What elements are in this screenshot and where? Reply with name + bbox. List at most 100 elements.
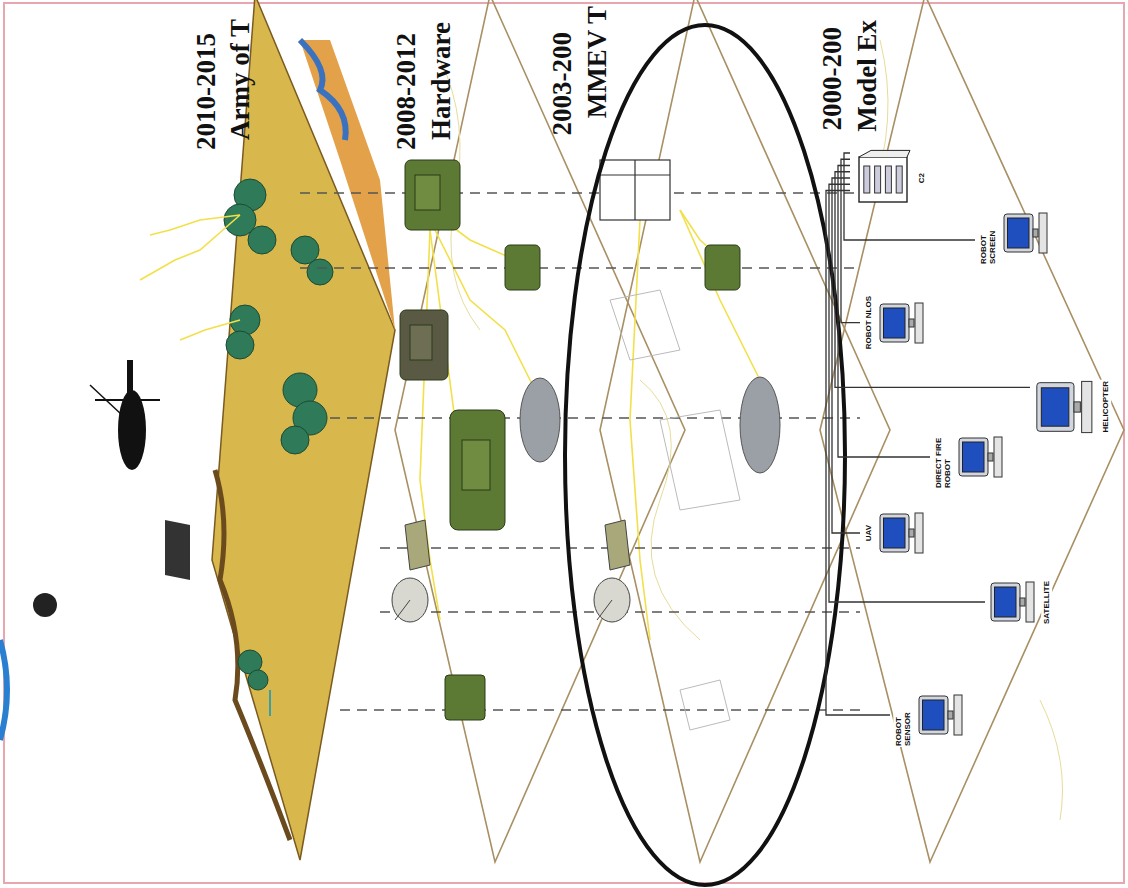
building-window [875,166,881,193]
mast [269,690,271,716]
hill-edge [215,470,290,840]
monitor-frame [1004,214,1033,252]
helicopter [740,377,780,473]
building [600,160,670,220]
monitor-screen [995,587,1017,617]
signal-ray [150,215,240,235]
device-label: SATELLITE [1041,580,1052,625]
dishes [392,520,630,622]
plane-outline [820,0,1124,862]
dish [605,520,630,570]
building-body [859,157,907,202]
monitor-stand [909,319,914,327]
tree [291,236,333,285]
cable-line [844,153,975,240]
tank [705,245,740,290]
keyboard [1039,213,1047,253]
computer-icon [991,582,1034,622]
tank [445,675,485,720]
helicopter [520,378,560,462]
layer-heading: 2010-2015 [192,33,222,150]
river [300,40,346,140]
cable-line [826,191,890,716]
monitor-stand [948,711,953,719]
monitor-screen [884,308,906,338]
monitor-frame [1037,383,1074,432]
monitor-stand [1074,402,1080,412]
device-node: UAV [860,505,930,561]
monitor-screen [963,442,985,472]
monitor-symbol [877,298,927,348]
building-roof [859,150,910,157]
building-window [864,166,870,193]
small-dish [33,593,57,617]
monitor-frame [991,583,1020,621]
monitor-stand [1033,229,1038,237]
cable-line [838,166,930,458]
keyboard [915,303,923,343]
computer-icon [880,513,923,553]
plane-outlines [395,0,1124,862]
monitor-stand [1020,598,1025,606]
tree [238,650,268,690]
monitor-symbol [877,508,927,558]
building-icon [859,150,910,202]
monitor-screen [923,700,945,730]
signal-ray [630,220,650,640]
tank [400,310,448,380]
monitor-frame [919,696,948,734]
dashed-line [340,709,860,711]
device-node: HELICOPTER [1030,372,1114,442]
building-symbol [853,148,913,208]
signal-ray [140,215,240,280]
device-node: ROBOT NLOS [860,292,930,353]
terrain-plane [212,0,395,860]
monitor-symbol [956,432,1006,482]
signal-ray [180,320,240,340]
device-label: ROBOT NLOS [863,295,874,350]
trees [224,179,333,690]
tree [226,305,260,359]
monitor-symbol [916,690,966,740]
signal-rays [140,210,760,640]
sketch [610,290,680,360]
keyboard [1026,582,1034,622]
tank [505,245,540,290]
device-label: ROBOT SENSOR [893,683,913,747]
layer-heading: MMEV T [583,6,613,118]
computer-icon [919,695,962,735]
building-line [634,160,635,220]
computer-icon [959,437,1002,477]
cable-line [832,178,860,533]
vehicles [400,160,740,720]
device-label: ROBOT SCREEN [978,201,998,265]
monitor-stand [909,529,914,537]
tree [281,373,327,454]
monitor-symbol [1033,375,1097,439]
terrain-orange [300,40,395,330]
keyboard [954,695,962,735]
monitor-symbol [988,577,1038,627]
building-window [885,166,891,193]
monitor-stand [988,453,993,461]
faint-sketches [610,290,740,730]
keyboard [915,513,923,553]
dish [392,578,428,622]
layer-heading: 2008-2012 [392,33,422,150]
monitor-screen [1008,218,1030,248]
monitor-screen [884,518,906,548]
computer-icon [1037,381,1092,432]
layer-heading: Model Ex [853,20,883,132]
layer-heading: 2003-200 [548,32,578,136]
command-building [600,160,670,220]
monitor-frame [959,438,988,476]
blue-arc [0,640,7,740]
device-node: DIRECT FIRE ROBOT [930,422,1009,492]
sketch [680,680,730,730]
layer-heading: Army of T [226,19,256,140]
device-label: C2 [916,172,927,184]
keyboard [994,437,1002,477]
dashed-line [300,192,860,194]
monitor-frame [880,514,909,552]
monitor-screen [1041,388,1069,426]
